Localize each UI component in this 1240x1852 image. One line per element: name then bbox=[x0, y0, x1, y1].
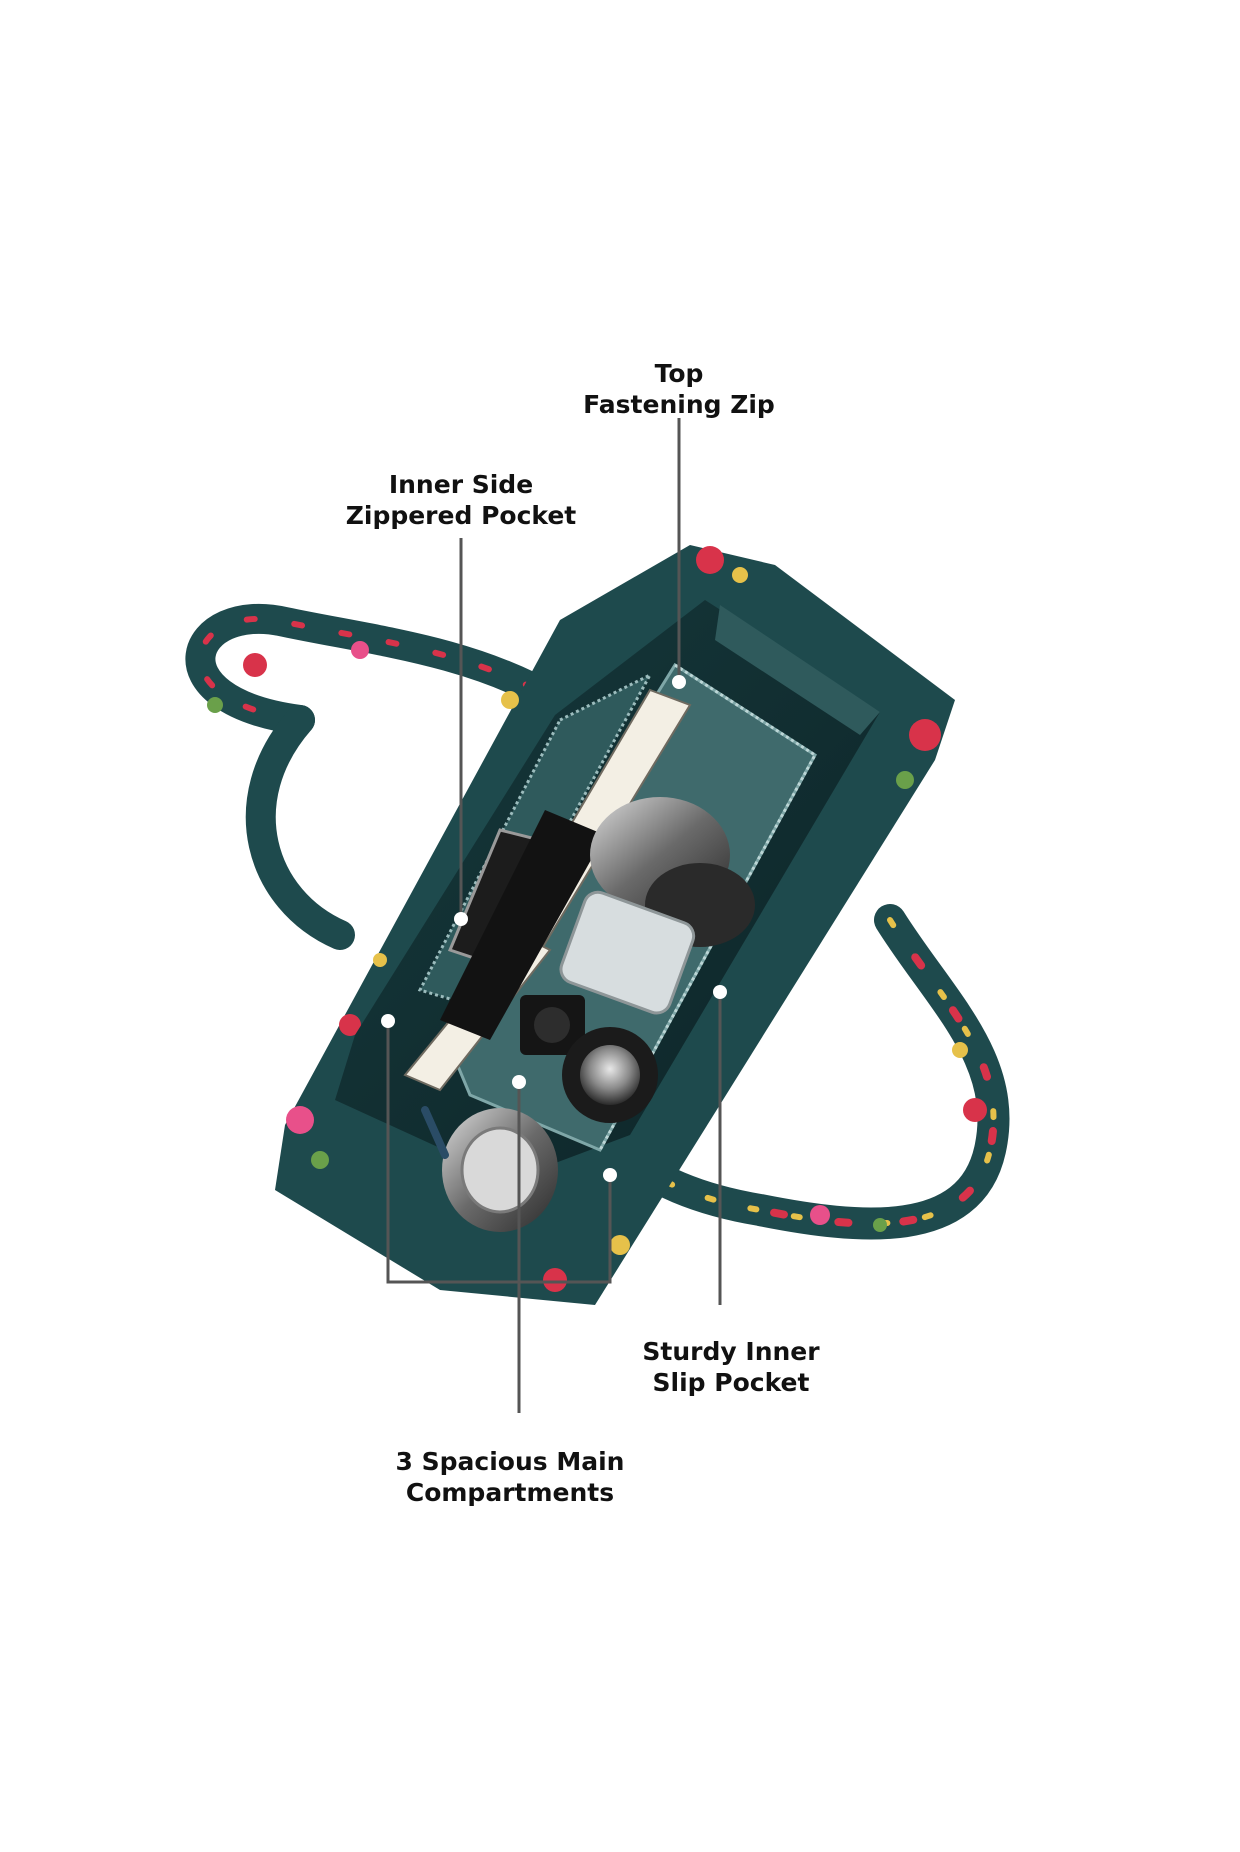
floral-print bbox=[207, 546, 987, 1292]
label-top-fastening-zip-line2: Fastening Zip bbox=[583, 390, 775, 419]
label-top-fastening-zip: Top Fastening Zip bbox=[583, 358, 775, 420]
leader-lines bbox=[386, 418, 722, 1413]
dot-compartment-left bbox=[381, 1014, 395, 1028]
label-inner-side-zippered-pocket-line1: Inner Side bbox=[388, 470, 534, 499]
label-main-compartments-line1: 3 Spacious Main bbox=[395, 1447, 625, 1476]
dot-compartment-right bbox=[603, 1168, 617, 1182]
label-sturdy-inner-slip-pocket-line2: Slip Pocket bbox=[652, 1368, 810, 1397]
dot-side-pocket bbox=[454, 912, 468, 926]
label-inner-side-zippered-pocket-line2: Zippered Pocket bbox=[345, 501, 577, 530]
dot-top-zip bbox=[672, 675, 686, 689]
leader-compartments-bracket bbox=[386, 1021, 612, 1284]
bag-handles bbox=[185, 603, 1010, 1240]
label-main-compartments: 3 Spacious Main Compartments bbox=[396, 1446, 625, 1508]
label-inner-side-zippered-pocket: Inner Side Zippered Pocket bbox=[346, 469, 577, 531]
label-sturdy-inner-slip-pocket: Sturdy Inner Slip Pocket bbox=[642, 1336, 819, 1398]
label-top-fastening-zip-line1: Top bbox=[654, 359, 704, 388]
label-main-compartments-line2: Compartments bbox=[405, 1478, 615, 1507]
dot-compartment-center bbox=[512, 1075, 526, 1089]
dot-slip-pocket bbox=[713, 985, 727, 999]
callout-dots bbox=[381, 675, 727, 1182]
bag-contents bbox=[403, 688, 755, 1232]
label-sturdy-inner-slip-pocket-line1: Sturdy Inner bbox=[642, 1337, 820, 1366]
